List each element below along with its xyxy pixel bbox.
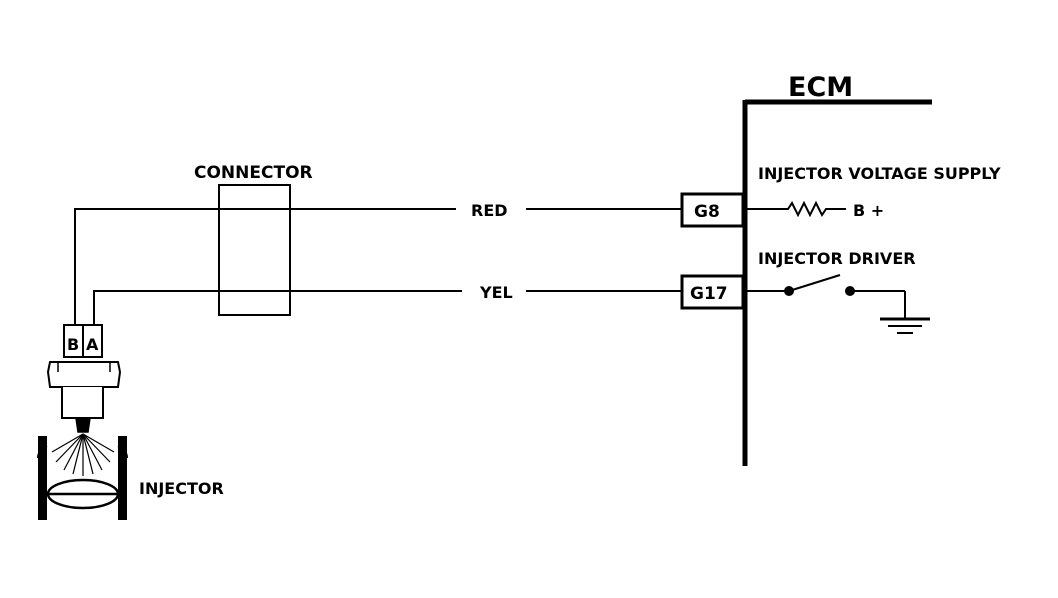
b-plus-label: B + (853, 201, 884, 220)
driver-label: INJECTOR DRIVER (758, 249, 916, 268)
injector-assembly (37, 324, 128, 520)
injector-pin-a (82, 324, 103, 358)
driver-switch (745, 274, 906, 318)
yel-wire (93, 290, 682, 325)
connector-label: CONNECTOR (194, 163, 313, 183)
terminal-g8-label: G8 (694, 202, 720, 222)
ecm-box (742, 99, 932, 466)
injector-label: INJECTOR (139, 479, 224, 498)
supply-label: INJECTOR VOLTAGE SUPPLY (758, 164, 1001, 183)
terminal-g17 (680, 274, 745, 310)
ground-symbol (880, 317, 930, 334)
yel-wire-label: YEL (479, 283, 513, 302)
red-wire-label: RED (471, 201, 508, 220)
ecm-title: ECM (788, 72, 853, 103)
resistor-symbol (745, 200, 846, 218)
terminal-g8 (680, 192, 745, 228)
terminal-g17-label: G17 (690, 284, 728, 304)
injector-pin-b-label: B (67, 335, 79, 354)
connector-block (218, 184, 291, 316)
red-wire (74, 208, 682, 325)
injector-pin-a-label: A (86, 335, 99, 354)
